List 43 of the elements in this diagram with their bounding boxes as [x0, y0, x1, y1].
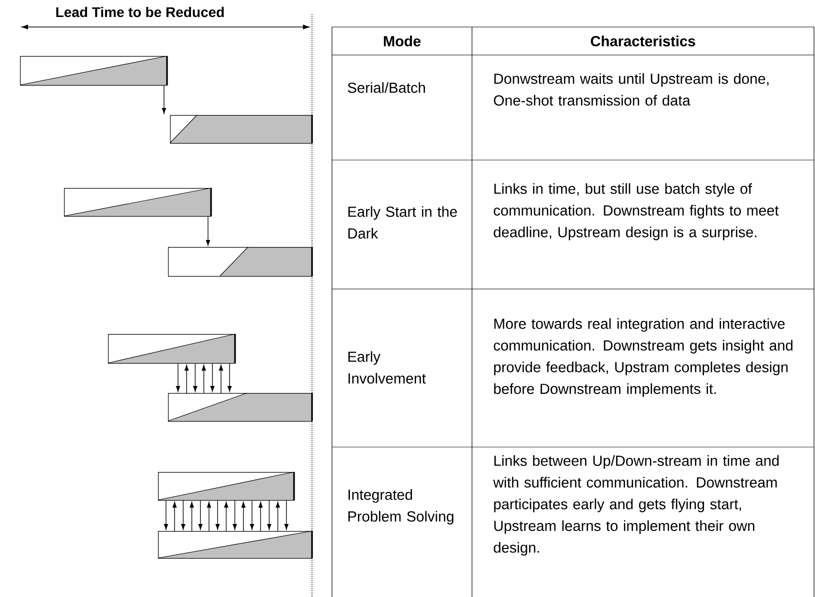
timeline-bar — [168, 392, 313, 422]
arrow — [181, 500, 186, 530]
column-header: Mode — [384, 36, 421, 46]
arrow — [172, 502, 177, 532]
timeline-bar — [158, 472, 295, 501]
arrow — [250, 500, 254, 530]
arrow — [176, 363, 180, 392]
column-header: Characteristics — [590, 36, 696, 46]
dimension-label: Lead Time to be Reduced — [54, 6, 226, 18]
arrow — [210, 363, 214, 392]
mode-label: Serial/Batch — [348, 82, 425, 93]
arrow — [218, 364, 224, 394]
timeline-bar — [108, 334, 236, 364]
arrow — [162, 85, 166, 114]
arrow — [184, 364, 189, 394]
arrow — [232, 500, 237, 530]
mode-label: Integrated Problem Solving — [348, 489, 454, 524]
timeline-bar — [64, 188, 212, 217]
timeline-bar — [158, 530, 313, 559]
arrow — [258, 502, 263, 532]
arrow — [267, 500, 272, 530]
description-text: More towards real integration and interactive communication. Downstream gets insight and provide feedback, Upstram completes design before Downstream implements it. — [494, 318, 792, 397]
mode-label: Early Involvement — [348, 351, 426, 384]
arrow — [198, 500, 202, 530]
arrow — [284, 500, 288, 530]
arrow — [206, 502, 212, 532]
arrow — [193, 363, 198, 392]
arrow — [276, 502, 280, 532]
timeline-bar — [170, 114, 313, 144]
timeline-bar — [168, 246, 313, 277]
arrow — [216, 500, 220, 530]
arrow — [206, 216, 210, 246]
arrow — [241, 502, 246, 532]
timeline-bar — [20, 56, 168, 86]
arrow — [164, 500, 168, 530]
arrow — [228, 363, 232, 392]
arrow — [224, 502, 228, 532]
arrow — [190, 502, 194, 532]
description-text: Links in time, but still use batch style of communication. Downstream fights to meet deadline, Upstream design is a surprise. — [494, 183, 779, 240]
description-text: Links between Up/Down-stream in time and with sufficient communication. Downstream participates early and gets flying start, Upstream learns to implement their own design. — [493, 455, 779, 556]
description-text: Donwstream waits until Upstream is done, One-shot transmission of data — [494, 73, 769, 106]
arrow — [202, 364, 206, 394]
mode-label: Early Start in the Dark — [348, 206, 457, 239]
